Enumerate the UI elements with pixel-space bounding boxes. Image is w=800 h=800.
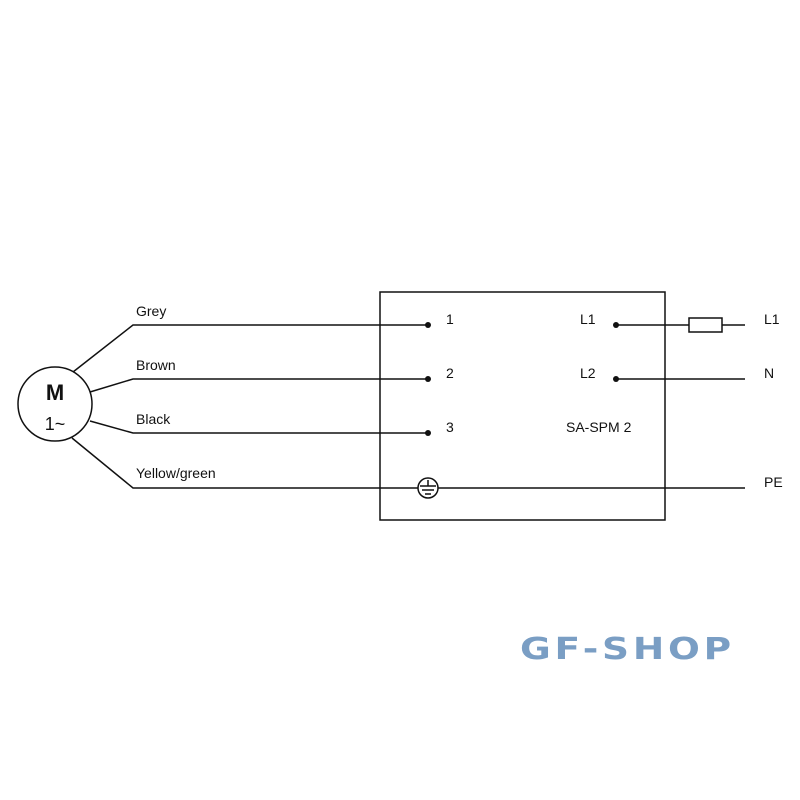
line-label-n: N — [764, 365, 774, 381]
wire-label-grey: Grey — [136, 303, 166, 319]
wire-label-brown: Brown — [136, 357, 176, 373]
motor-circle — [17, 366, 93, 442]
terminal-label-l1: L1 — [580, 311, 596, 327]
line-label-pe: PE — [764, 474, 783, 490]
gf-shop-logo: GF-SHOP — [520, 632, 735, 667]
terminal-dot-l2 — [613, 376, 619, 382]
wire-black — [89, 420, 428, 434]
terminal-dot-l1 — [613, 322, 619, 328]
terminal-label-l2: L2 — [580, 365, 596, 381]
terminal-label-3: 3 — [446, 419, 454, 435]
terminal-dot-3 — [425, 430, 431, 436]
motor-symbol: M — [46, 380, 64, 405]
earth-icon — [417, 477, 439, 499]
module-box — [379, 291, 666, 521]
fuse-icon — [688, 317, 723, 333]
terminal-dot-1 — [425, 322, 431, 328]
wire-yellow-green — [71, 437, 418, 489]
motor-phase: 1~ — [45, 414, 66, 434]
terminal-label-2: 2 — [446, 365, 454, 381]
wire-label-black: Black — [136, 411, 171, 427]
terminal-dot-2 — [425, 376, 431, 382]
terminal-label-1: 1 — [446, 311, 454, 327]
wire-label-yellow-green: Yellow/green — [136, 465, 216, 481]
line-label-l1: L1 — [764, 311, 780, 327]
module-name: SA-SPM 2 — [566, 419, 632, 435]
wire-brown — [89, 378, 428, 393]
motor: M 1~ — [17, 366, 93, 442]
wire-grey — [72, 324, 428, 373]
